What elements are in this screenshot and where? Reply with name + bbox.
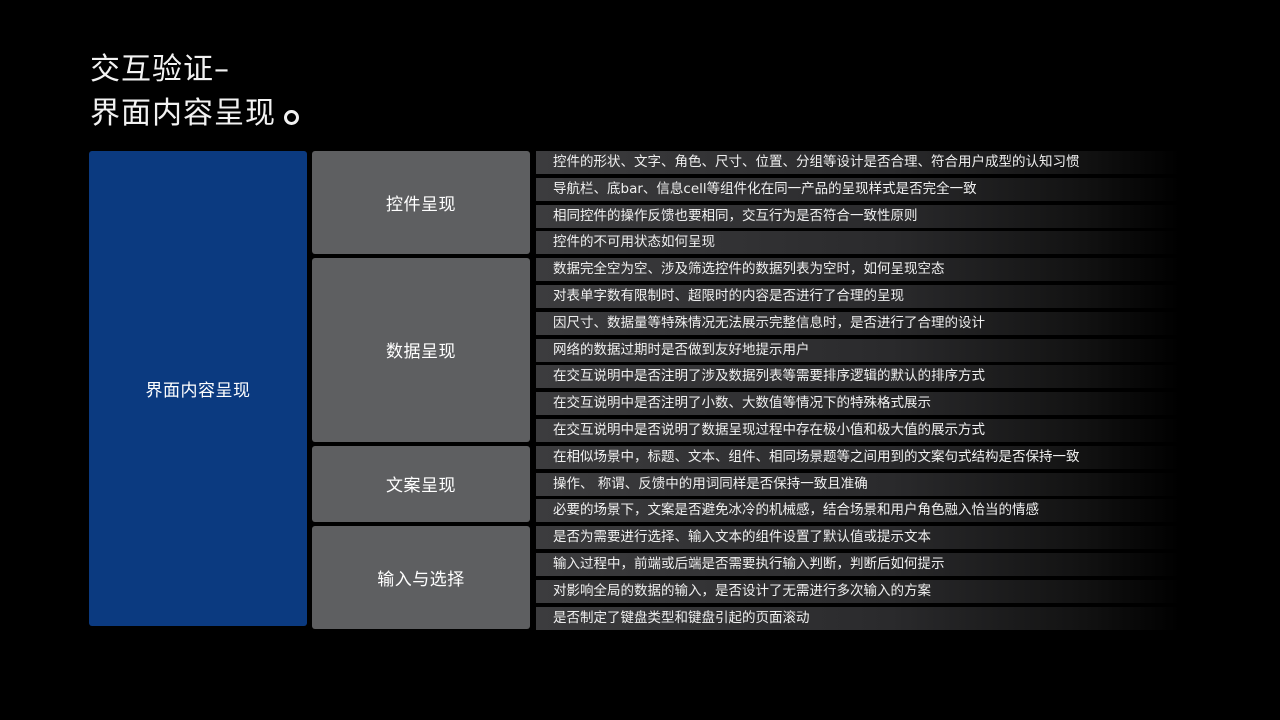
- checklist-item: 控件的形状、文字、角色、尺寸、位置、分组等设计是否合理、符合用户成型的认知习惯: [536, 151, 1180, 174]
- category-block: 输入与选择: [312, 526, 530, 630]
- title-line-2-text: 界面内容呈现: [90, 96, 276, 131]
- category-label: 输入与选择: [377, 570, 465, 591]
- category-label: 数据呈现: [386, 342, 456, 363]
- main-category-block: 界面内容呈现: [89, 151, 307, 626]
- circle-dot-icon: [284, 110, 299, 125]
- checklist-item: 对表单字数有限制时、超限时的内容是否进行了合理的呈现: [536, 285, 1180, 308]
- checklist-item: 是否为需要进行选择、输入文本的组件设置了默认值或提示文本: [536, 526, 1180, 550]
- main-category-label: 界面内容呈现: [145, 381, 251, 401]
- checklist-item: 控件的不可用状态如何呈现: [536, 231, 1180, 255]
- checklist-item: 在交互说明中是否说明了数据呈现过程中存在极小值和极大值的展示方式: [536, 419, 1180, 442]
- checklist-item: 数据完全空为空、涉及筛选控件的数据列表为空时，如何呈现空态: [536, 258, 1180, 282]
- category-label: 文案呈现: [386, 476, 456, 497]
- checklist-item: 是否制定了键盘类型和键盘引起的页面滚动: [536, 606, 1180, 630]
- title-line-1: 交互验证–: [90, 52, 230, 87]
- category-block: 控件呈现: [312, 151, 530, 255]
- checklist-item: 在相似场景中，标题、文本、组件、相同场景题等之间用到的文案句式结构是否保持一致: [536, 445, 1180, 469]
- category-block: 数据呈现: [312, 258, 530, 442]
- checklist-item: 操作、 称谓、反馈中的用词同样是否保持一致且准确: [536, 472, 1180, 496]
- checklist-item: 网络的数据过期时是否做到友好地提示用户: [536, 338, 1180, 362]
- checklist-item: 对影响全局的数据的输入，是否设计了无需进行多次输入的方案: [536, 579, 1180, 603]
- checklist-item: 在交互说明中是否注明了涉及数据列表等需要排序逻辑的默认的排序方式: [536, 365, 1180, 389]
- checklist-item: 导航栏、底bar、信息cell等组件化在同一产品的呈现样式是否完全一致: [536, 177, 1180, 201]
- category-label: 控件呈现: [386, 195, 456, 216]
- checklist-item: 必要的场景下，文案是否避免冰冷的机械感，结合场景和用户角色融入恰当的情感: [536, 499, 1180, 523]
- category-block: 文案呈现: [312, 445, 530, 523]
- checklist-item: 因尺寸、数据量等特殊情况无法展示完整信息时，是否进行了合理的设计: [536, 311, 1180, 335]
- checklist-item: 相同控件的操作反馈也要相同，交互行为是否符合一致性原则: [536, 204, 1180, 228]
- title-line-2: 界面内容呈现: [90, 92, 299, 136]
- checklist-item: 输入过程中，前端或后端是否需要执行输入判断，判断后如何提示: [536, 553, 1180, 576]
- checklist-item: 在交互说明中是否注明了小数、大数值等情况下的特殊格式展示: [536, 392, 1180, 416]
- page-title: 交互验证– 界面内容呈现: [90, 48, 299, 136]
